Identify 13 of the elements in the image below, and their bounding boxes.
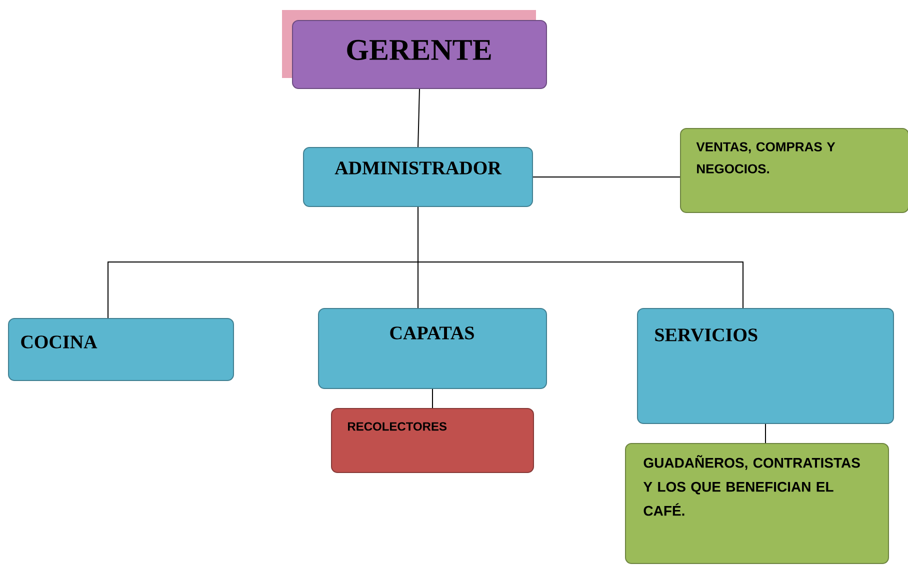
connector-line	[418, 206, 744, 308]
org-box: COCINA	[8, 318, 234, 381]
connector-line	[432, 388, 433, 408]
org-box: ADMINISTRADOR	[303, 147, 533, 207]
org-box: CAPATAS	[318, 308, 547, 389]
org-box: SERVICIOS	[637, 308, 894, 424]
org-box: GUADAÑEROS, CONTRATISTAS Y LOS QUE BENEFICIAN EL CAFÉ.	[625, 443, 889, 564]
connector-line	[765, 424, 766, 444]
org-box: VENTAS, COMPRAS Y NEGOCIOS.	[680, 128, 908, 213]
org-box: RECOLECTORES	[331, 408, 534, 473]
connector-line	[418, 88, 420, 148]
org-box: GERENTE	[282, 10, 547, 89]
connector-line	[532, 176, 680, 178]
